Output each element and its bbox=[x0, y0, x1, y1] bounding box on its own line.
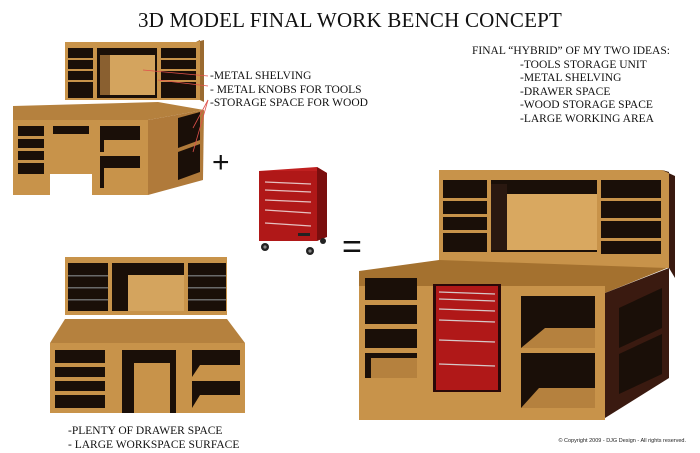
feature-drawer-space: -DRAWER SPACE bbox=[520, 85, 611, 98]
tool-chest-image bbox=[259, 167, 327, 255]
feature-tools-storage: -TOOLS STORAGE UNIT bbox=[520, 58, 647, 71]
note-drawer-space: -PLENTY OF DRAWER SPACE bbox=[68, 425, 223, 437]
page-title: 3D MODEL FINAL WORK BENCH CONCEPT bbox=[137, 8, 563, 32]
final-ideas-heading: FINAL “HYBRID” OF MY TWO IDEAS: bbox=[472, 45, 670, 57]
concept-b-notes: -PLENTY OF DRAWER SPACE - LARGE WORKSPAC… bbox=[68, 425, 239, 452]
callout-metal-knobs: - METAL KNOBS FOR TOOLS bbox=[210, 83, 362, 96]
plus-sign: + bbox=[212, 146, 230, 179]
concept-a-callouts: -METAL SHELVING - METAL KNOBS FOR TOOLS … bbox=[210, 70, 368, 111]
equals-sign: = bbox=[342, 228, 362, 266]
copyright-notice: © Copyright 2009 - DJG Design - All righ… bbox=[558, 438, 686, 444]
final-ideas-list: -TOOLS STORAGE UNIT -METAL SHELVING -DRA… bbox=[472, 59, 670, 127]
feature-metal-shelving: -METAL SHELVING bbox=[520, 72, 622, 84]
feature-working-area: -LARGE WORKING AREA bbox=[520, 112, 654, 125]
final-ideas-block: FINAL “HYBRID” OF MY TWO IDEAS: -TOOLS S… bbox=[472, 45, 670, 126]
feature-wood-storage: -WOOD STORAGE SPACE bbox=[520, 99, 653, 111]
concept-b-bench-image bbox=[50, 257, 245, 413]
final-hybrid-bench-image bbox=[359, 170, 675, 420]
note-workspace-surface: - LARGE WORKSPACE SURFACE bbox=[68, 438, 240, 451]
callout-wood-storage: -STORAGE SPACE FOR WOOD bbox=[210, 97, 368, 109]
concept-a-bench-image bbox=[13, 40, 209, 195]
callout-metal-shelving: -METAL SHELVING bbox=[210, 70, 312, 82]
